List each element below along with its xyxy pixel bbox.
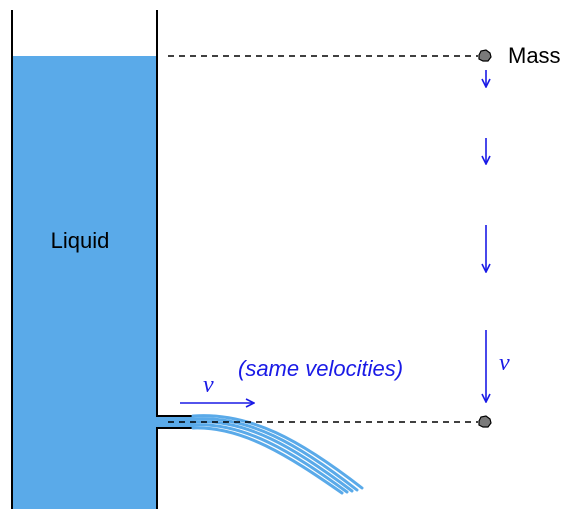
mass-velocity-symbol: v — [499, 350, 510, 376]
mass-label: Mass — [508, 43, 561, 68]
jet-stream — [191, 414, 364, 495]
jet-velocity-symbol: v — [203, 372, 214, 398]
mass-dot-icon — [478, 49, 492, 62]
liquid-label: Liquid — [51, 228, 110, 253]
liquid-body — [12, 56, 157, 509]
mass-dot-icon — [478, 415, 492, 428]
nozzle-fill — [156, 416, 193, 428]
same-velocities-label: (same velocities) — [238, 356, 403, 381]
